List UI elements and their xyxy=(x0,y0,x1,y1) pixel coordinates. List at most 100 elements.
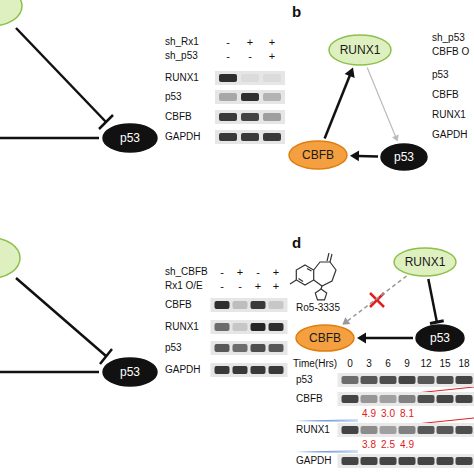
blot-band xyxy=(380,376,397,384)
blot-band xyxy=(219,113,237,121)
blot-band xyxy=(215,344,230,352)
time-point: 15 xyxy=(439,359,450,369)
node-label: CBFB xyxy=(302,149,334,161)
node-label: RUNX1 xyxy=(405,256,446,268)
oval-outline xyxy=(296,325,354,351)
protein-oval: RUNX1 xyxy=(393,247,457,277)
quantification-value: 8.1 xyxy=(400,409,414,419)
lane-sign: + xyxy=(269,51,275,62)
blot-band xyxy=(215,301,230,309)
blot-band xyxy=(437,376,454,384)
blot-label: p53 xyxy=(165,92,182,102)
blot-label: p53 xyxy=(432,70,449,80)
connector-line xyxy=(428,279,437,322)
node-label: p53 xyxy=(120,366,140,378)
time-point: 9 xyxy=(404,359,410,369)
lane-sign: + xyxy=(273,267,279,278)
gradient-wedge xyxy=(296,450,358,453)
blot-label: sh_p53 xyxy=(432,33,465,43)
blot-band xyxy=(233,301,248,309)
blot-band xyxy=(269,301,284,309)
blot-band xyxy=(342,395,359,403)
blot-label: RUNX1 xyxy=(432,110,466,120)
blot-label: CBFB xyxy=(165,300,192,310)
protein-oval: CBFB xyxy=(295,324,355,352)
oval-outline xyxy=(103,124,157,152)
blot-band xyxy=(219,93,237,101)
blot-band xyxy=(399,376,416,384)
blot-band xyxy=(342,457,359,465)
cropped-oval xyxy=(0,0,22,26)
blot-strip xyxy=(215,90,285,104)
protein-oval: p53 xyxy=(415,324,465,352)
blot-band xyxy=(361,426,378,434)
connector-line xyxy=(0,137,99,140)
blot-band xyxy=(380,426,397,434)
blot-label: GAPDH xyxy=(165,132,201,142)
lane-sign: - xyxy=(256,267,260,278)
blot-band xyxy=(263,74,281,82)
node-label: RUNX1 xyxy=(340,44,381,56)
lane-sign: - xyxy=(220,281,224,292)
oval-outline xyxy=(329,35,391,65)
blot-band xyxy=(361,376,378,384)
connector xyxy=(350,151,378,162)
blot-band xyxy=(215,366,230,374)
blot-band xyxy=(361,395,378,403)
arrow-head xyxy=(350,151,359,162)
compound-name: Ro5-3335 xyxy=(296,303,340,313)
blot-bands xyxy=(211,71,474,468)
arrow-head xyxy=(357,333,366,344)
blot-label: p53 xyxy=(165,343,182,353)
blot-band xyxy=(241,93,259,101)
blot-band xyxy=(380,395,397,403)
chemical-structure xyxy=(290,253,336,300)
blot-band xyxy=(251,366,266,374)
lane-sign: - xyxy=(238,281,242,292)
blot-band xyxy=(233,366,248,374)
oval-outline xyxy=(416,325,464,351)
panel-letter: d xyxy=(292,235,301,250)
oval-outline xyxy=(381,144,427,170)
blot-strip xyxy=(338,392,474,406)
lane-sign: - xyxy=(226,37,230,48)
lane-sign: + xyxy=(255,281,261,292)
time-point: 6 xyxy=(385,359,391,369)
time-point: 0 xyxy=(347,359,353,369)
connector xyxy=(342,276,406,325)
blot-strip xyxy=(215,130,285,144)
blot-band xyxy=(342,376,359,384)
blot-band xyxy=(399,457,416,465)
protein-oval: p53 xyxy=(102,123,158,153)
connector-line xyxy=(367,68,396,137)
quantification-value: 4.9 xyxy=(362,409,376,419)
gradient-wedge xyxy=(296,419,358,422)
blot-band xyxy=(361,457,378,465)
lane-sign: + xyxy=(273,281,279,292)
blot-strip xyxy=(338,423,474,437)
quantification-value: 3.8 xyxy=(362,440,376,450)
blot-band xyxy=(456,426,473,434)
blot-band xyxy=(418,376,435,384)
blot-label: p53 xyxy=(296,375,313,385)
blot-band xyxy=(437,426,454,434)
blot-band xyxy=(269,344,284,352)
blot-band xyxy=(418,426,435,434)
blot-band xyxy=(241,113,259,121)
blot-label: GAPDH xyxy=(432,130,468,140)
time-point: 18 xyxy=(458,359,469,369)
lane-sign: + xyxy=(247,37,253,48)
blot-band xyxy=(418,395,435,403)
oval-outline xyxy=(394,248,456,276)
inhibition-line xyxy=(16,278,106,356)
protein-oval: p53 xyxy=(380,143,428,171)
blot-label: GAPDH xyxy=(165,365,201,375)
quantification-value: 4.9 xyxy=(400,440,414,450)
connector-line xyxy=(358,155,378,158)
blot-band xyxy=(263,133,281,141)
blot-band xyxy=(251,323,266,331)
blot-strip xyxy=(215,71,285,85)
blot-band xyxy=(233,344,248,352)
